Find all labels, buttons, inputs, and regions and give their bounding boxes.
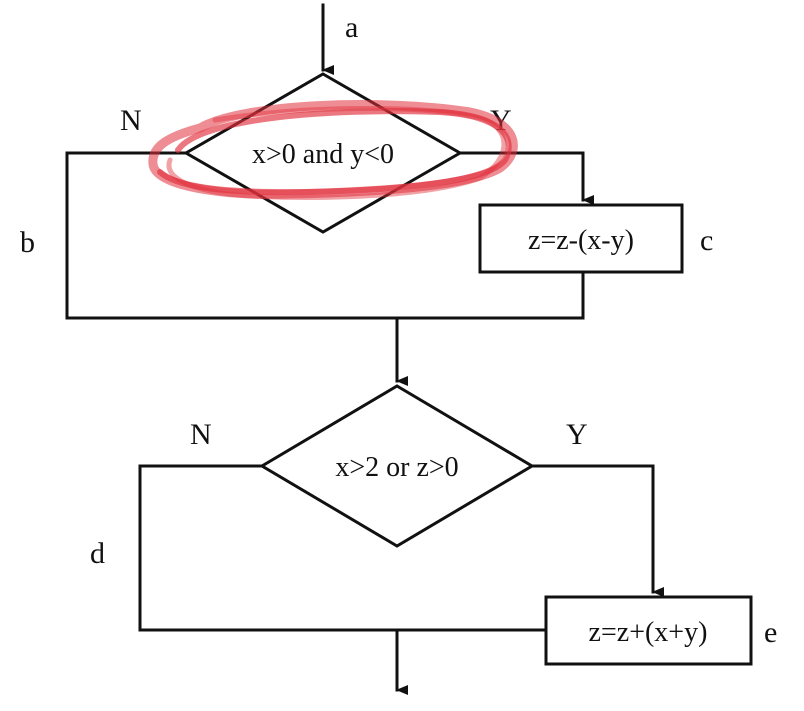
decision-1-condition: x>0 and y<0	[252, 139, 394, 170]
red-highlight-circle	[148, 100, 518, 200]
path-label-c: c	[700, 224, 713, 257]
path-label-b: b	[20, 226, 35, 259]
decision-2-no-path	[138, 464, 548, 632]
process-2-box	[544, 595, 753, 666]
decision-2-yes-path	[530, 464, 664, 597]
decision-2-no-label: N	[190, 418, 212, 451]
decision-2-diamond	[259, 384, 535, 548]
decision-2-condition: x>2 or z>0	[335, 452, 458, 483]
process-2-expression: z=z+(x+y)	[589, 617, 708, 648]
decision-1-yes-path	[458, 151, 594, 205]
decision-2-yes-label: Y	[566, 418, 588, 451]
process-1-exit-path	[321, 270, 585, 320]
path-label-d: d	[90, 537, 105, 570]
decision-1-no-label: N	[120, 104, 142, 137]
decision-1-no-path	[65, 151, 325, 320]
path-label-e: e	[764, 616, 777, 649]
process-1-expression: z=z-(x-y)	[528, 225, 634, 256]
process-1-box	[478, 203, 684, 274]
path-label-a: a	[345, 11, 358, 44]
